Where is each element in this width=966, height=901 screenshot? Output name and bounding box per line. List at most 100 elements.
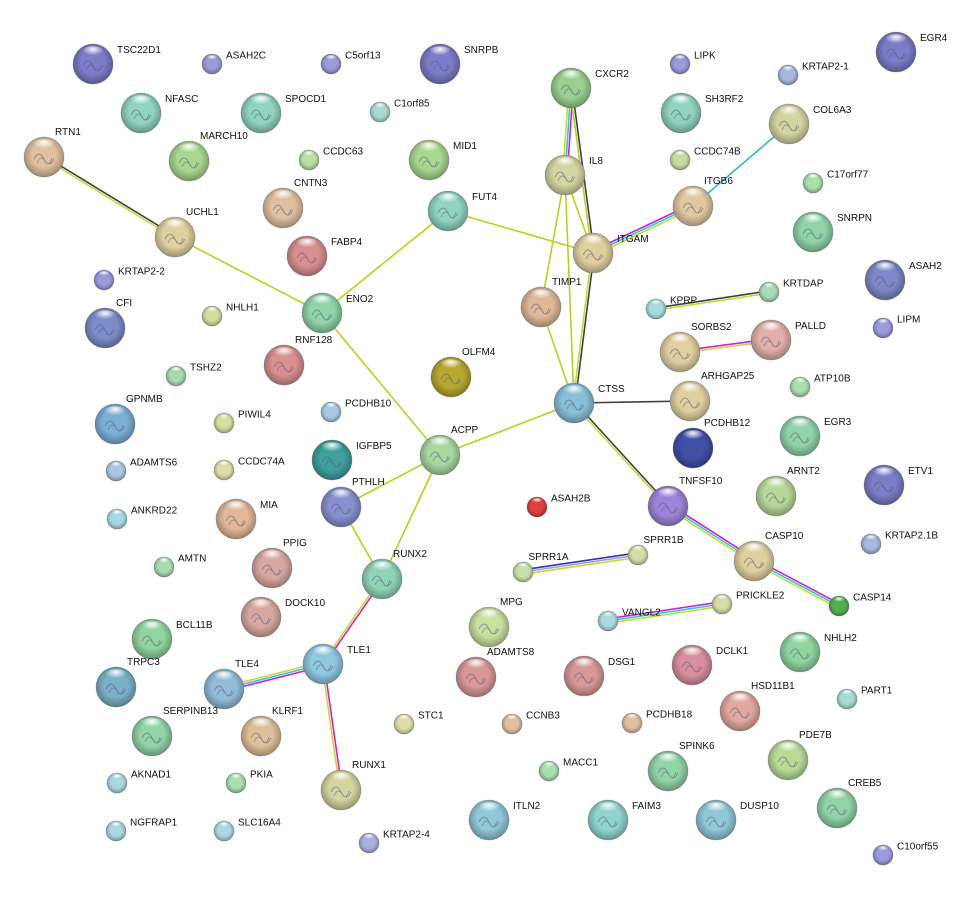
node-pcdhb12[interactable]: PCDHB12 — [672, 418, 751, 469]
node-bcl11b[interactable]: BCL11B — [131, 618, 213, 660]
node-part1[interactable]: PART1 — [836, 686, 893, 710]
node-casp14[interactable]: CASP14 — [828, 593, 892, 617]
node-c10orf55[interactable]: C10orf55 — [872, 842, 939, 866]
node-tnfsf10[interactable]: TNFSF10 — [647, 476, 723, 527]
node-fut4[interactable]: FUT4 — [427, 190, 497, 232]
node-ankrd22[interactable]: ANKRD22 — [106, 506, 178, 530]
node-itgb6[interactable]: ITGB6 — [672, 176, 733, 227]
node-nhlh1[interactable]: NHLH1 — [201, 303, 259, 327]
node-spocd1[interactable]: SPOCD1 — [240, 92, 327, 134]
node-col6a3[interactable]: COL6A3 — [768, 103, 852, 145]
node-pthlh[interactable]: PTHLH — [320, 477, 385, 528]
node-dclk1[interactable]: DCLK1 — [671, 644, 749, 686]
node-krtap2-1b[interactable]: KRTAP2.1B — [860, 531, 938, 555]
node-etv1[interactable]: ETV1 — [863, 464, 933, 506]
node-lipk[interactable]: LIPK — [669, 51, 716, 75]
node-itgam[interactable]: ITGAM — [572, 232, 649, 274]
node-pkia[interactable]: PKIA — [225, 770, 273, 794]
node-prickle2[interactable]: PRICKLE2 — [711, 591, 785, 615]
node-adamts8[interactable]: ADAMTS8 — [455, 647, 535, 698]
node-egr4[interactable]: EGR4 — [875, 31, 948, 73]
node-pcdhb18[interactable]: PCDHB18 — [621, 710, 693, 734]
node-snrpb[interactable]: SNRPB — [419, 43, 499, 85]
node-aknad1[interactable]: AKNAD1 — [106, 770, 171, 794]
node-march10[interactable]: MARCH10 — [168, 131, 248, 182]
node-serpinb13[interactable]: SERPINB13 — [131, 706, 218, 757]
node-trpc3[interactable]: TRPC3 — [95, 657, 160, 708]
node-c5orf13[interactable]: C5orf13 — [320, 51, 381, 75]
node-pde7b[interactable]: PDE7B — [767, 730, 832, 781]
node-dusp10[interactable]: DUSP10 — [695, 799, 779, 841]
node-krtdap[interactable]: KRTDAP — [758, 279, 824, 303]
node-pcdhb10[interactable]: PCDHB10 — [320, 399, 392, 423]
node-gpnmb[interactable]: GPNMB — [94, 394, 163, 445]
node-il8[interactable]: IL8 — [544, 154, 603, 196]
node-runx2[interactable]: RUNX2 — [361, 549, 427, 600]
node-igfbp5[interactable]: IGFBP5 — [311, 439, 392, 481]
node-krtap2-2[interactable]: KRTAP2-2 — [93, 267, 165, 291]
node-sh3rf2[interactable]: SH3RF2 — [660, 92, 744, 134]
node-cfi[interactable]: CFI — [84, 298, 132, 349]
node-sorbs2[interactable]: SORBS2 — [659, 322, 732, 373]
node-vangl2[interactable]: VANGL2 — [597, 608, 661, 632]
node-arhgap25[interactable]: ARHGAP25 — [669, 371, 755, 422]
node-ccdc63[interactable]: CCDC63 — [298, 147, 363, 171]
node-tshz2[interactable]: TSHZ2 — [165, 363, 222, 387]
node-fabp4[interactable]: FABP4 — [286, 235, 363, 277]
node-faim3[interactable]: FAIM3 — [587, 799, 661, 841]
node-rtn1[interactable]: RTN1 — [23, 127, 81, 178]
node-mid1[interactable]: MID1 — [408, 139, 477, 181]
node-dock10[interactable]: DOCK10 — [240, 596, 325, 638]
node-asah2b[interactable]: ASAH2B — [526, 494, 591, 518]
node-krtap2-4[interactable]: KRTAP2-4 — [358, 830, 430, 854]
node-spink6[interactable]: SPINK6 — [647, 741, 715, 792]
node-c17orf77[interactable]: C17orf77 — [802, 170, 869, 194]
node-piwil4[interactable]: PIWIL4 — [213, 410, 271, 434]
node-sprr1a[interactable]: SPRR1A — [512, 552, 569, 583]
node-ppig[interactable]: PPIG — [251, 538, 307, 589]
node-itln2[interactable]: ITLN2 — [468, 799, 541, 841]
node-cntn3[interactable]: CNTN3 — [262, 178, 328, 229]
node-slc16a4[interactable]: SLC16A4 — [213, 818, 281, 842]
node-sprr1b[interactable]: SPRR1B — [627, 535, 684, 566]
node-ccnb3[interactable]: CCNB3 — [501, 711, 560, 735]
node-stc1[interactable]: STC1 — [393, 711, 444, 735]
node-acpp[interactable]: ACPP — [419, 425, 479, 476]
node-casp10[interactable]: CASP10 — [733, 531, 804, 582]
node-creb5[interactable]: CREB5 — [816, 778, 882, 829]
node-tsc22d1[interactable]: TSC22D1 — [72, 43, 161, 85]
node-hsd11b1[interactable]: HSD11B1 — [719, 681, 795, 732]
node-tle1[interactable]: TLE1 — [302, 643, 371, 685]
node-ngfrap1[interactable]: NGFRAP1 — [105, 818, 178, 842]
node-asah2c[interactable]: ASAH2C — [201, 51, 266, 75]
node-palld[interactable]: PALLD — [750, 319, 826, 361]
node-olfm4[interactable]: OLFM4 — [430, 347, 496, 398]
node-ccdc74b[interactable]: CCDC74B — [669, 147, 741, 171]
node-krtap2-1[interactable]: KRTAP2-1 — [777, 62, 849, 86]
node-nfasc[interactable]: NFASC — [120, 92, 198, 134]
node-klrf1[interactable]: KLRF1 — [240, 706, 304, 757]
node-mpg[interactable]: MPG — [468, 597, 523, 648]
node-tle4[interactable]: TLE4 — [203, 659, 259, 710]
node-arnt2[interactable]: ARNT2 — [755, 466, 820, 517]
node-nhlh2[interactable]: NHLH2 — [779, 631, 857, 673]
node-cxcr2[interactable]: CXCR2 — [550, 67, 629, 109]
node-macc1[interactable]: MACC1 — [538, 758, 598, 782]
node-snrpn[interactable]: SNRPN — [792, 211, 872, 253]
node-atp10b[interactable]: ATP10B — [789, 374, 851, 398]
node-ccdc74a[interactable]: CCDC74A — [213, 457, 285, 481]
node-lipm[interactable]: LIPM — [872, 315, 920, 339]
node-ctss[interactable]: CTSS — [553, 382, 625, 424]
node-dsg1[interactable]: DSG1 — [563, 655, 636, 697]
node-asah2[interactable]: ASAH2 — [864, 259, 942, 301]
node-mia[interactable]: MIA — [215, 498, 278, 540]
node-timp1[interactable]: TIMP1 — [520, 277, 582, 328]
node-c1orf85[interactable]: C1orf85 — [369, 99, 430, 123]
node-uchl1[interactable]: UCHL1 — [154, 207, 219, 258]
node-kprp[interactable]: KPRP — [645, 296, 698, 320]
node-runx1[interactable]: RUNX1 — [320, 760, 386, 811]
node-egr3[interactable]: EGR3 — [779, 415, 852, 457]
node-adamts6[interactable]: ADAMTS6 — [105, 458, 178, 482]
node-amtn[interactable]: AMTN — [153, 554, 206, 578]
node-rnf128[interactable]: RNF128 — [263, 335, 333, 386]
